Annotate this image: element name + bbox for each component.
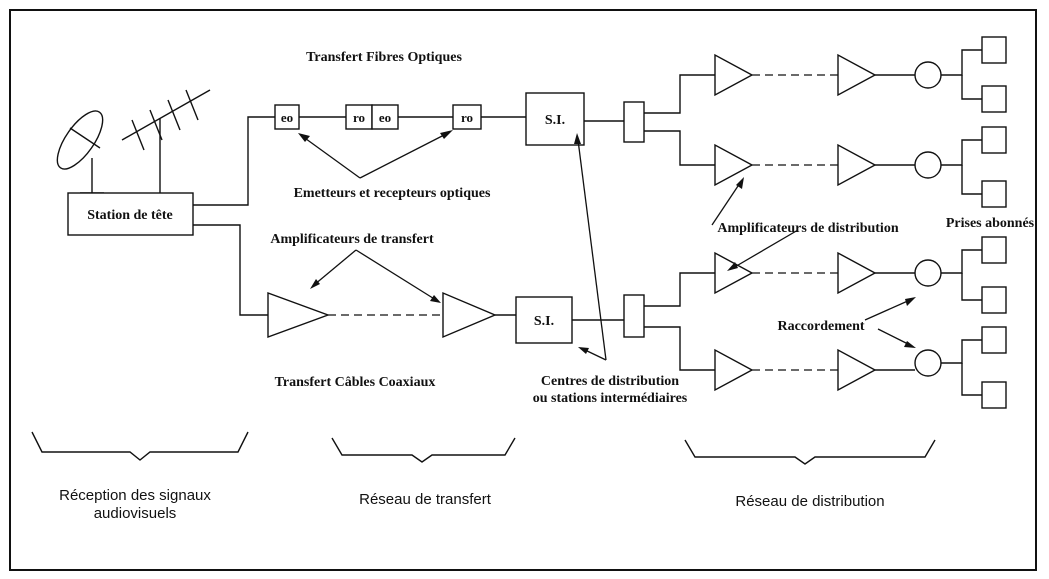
brace-transfer [331,437,516,463]
svg-text:eo: eo [281,110,293,125]
subscriber-outlet [981,236,1007,264]
transfer-amplifier-1 [267,291,331,339]
head-station-box [67,192,194,236]
coax-transfer-label: Transfert Câbles Coaxiaux [275,375,436,390]
connection-node-3 [914,236,1007,314]
diagram-frame [9,9,1037,571]
head-station-label: Station de tête [87,208,173,223]
optical-repeater-box: ro eo [345,104,399,130]
distribution-splitter-bottom [623,272,715,371]
subscriber-outlet [981,85,1007,113]
connection-label: Raccordement [777,319,864,334]
section-distribution-network: Réseau de distribution [735,493,884,510]
connection-node-1 [914,36,1007,113]
section-reception-line1: Réception des signaux [59,487,211,504]
subscriber-outlet [981,126,1007,154]
fiber-transfer-label: Transfert Fibres Optiques [306,50,462,65]
svg-text:S.I.: S.I. [545,113,565,128]
optical-tx-rx-label: Emetteurs et recepteurs optiques [294,186,491,201]
subscriber-outlet [981,36,1007,64]
distribution-branch-bottom-2 [714,348,915,392]
annotation-arrows [298,130,916,361]
intermediate-station-coax [515,296,573,344]
optical-receiver-box: ro [452,104,482,130]
svg-text:ro: ro [353,110,365,125]
section-transfer-network: Réseau de transfert [359,491,492,508]
distribution-amplifiers-label: Amplificateurs de distribution [717,221,898,236]
svg-text:eo: eo [379,110,391,125]
optical-emitter-box: eo [274,104,300,130]
brace-reception [31,431,249,461]
distribution-branch-top-1 [714,53,915,97]
distribution-branch-top-2 [714,143,915,187]
subscriber-outlet [981,326,1007,354]
subscriber-outlet [981,180,1007,208]
connection-node-2 [914,126,1007,208]
coax-branch-line [193,224,268,316]
subscriber-outlets-label: Prises abonnés [946,216,1035,231]
connection-node-4 [914,326,1007,409]
transfer-amplifier-2 [442,291,497,339]
distribution-splitter-top [623,74,715,166]
satellite-dish-icon [56,110,104,194]
svg-text:S.I.: S.I. [534,314,554,329]
distribution-branch-bottom-1 [714,251,915,295]
subscriber-outlet [981,286,1007,314]
intermediate-station-fiber [525,92,585,146]
section-reception-line2: audiovisuels [94,505,177,522]
subscriber-outlet [981,381,1007,409]
distribution-centres-label-1: Centres de distribution [541,374,679,389]
tv-antenna-icon [121,89,211,193]
brace-distribution [684,439,936,465]
transfer-amplifiers-label: Amplificateurs de transfert [270,232,434,247]
distribution-centres-label-2: ou stations intermédiaires [533,391,688,406]
fiber-branch-line [193,116,275,206]
svg-text:ro: ro [461,110,473,125]
